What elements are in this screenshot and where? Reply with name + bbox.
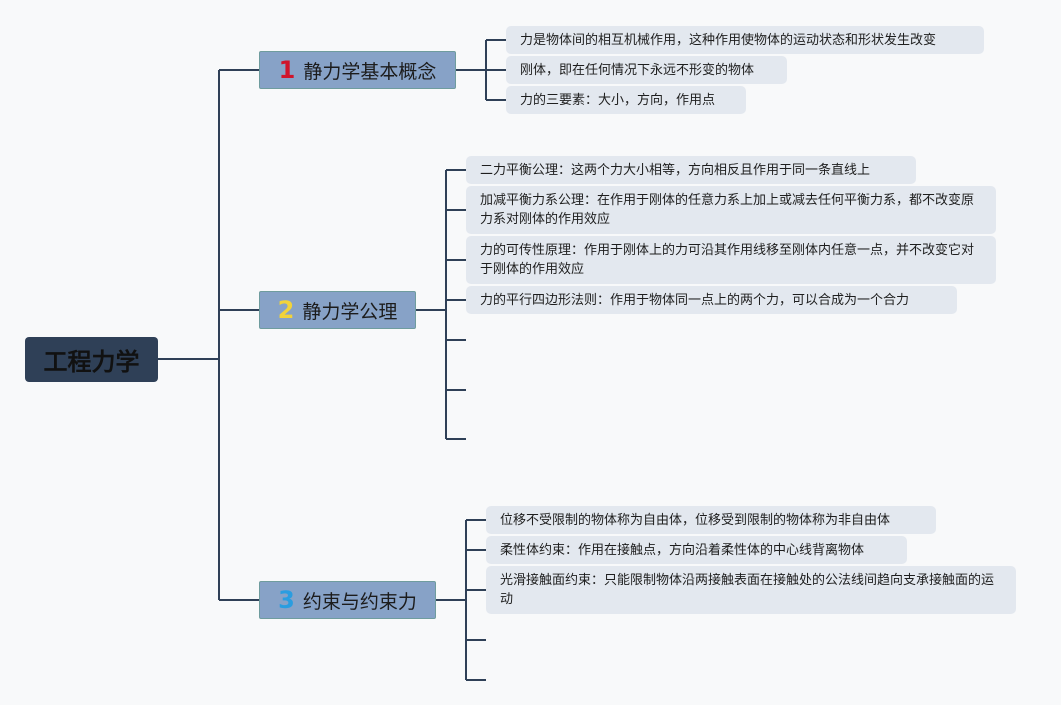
leaf-node[interactable]: 力的三要素：大小，方向，作用点 [506, 86, 746, 114]
branch-label: 约束与约束力 [302, 590, 417, 613]
leaf-node[interactable]: 柔性体约束：作用在接触点，方向沿着柔性体的中心线背离物体 [486, 536, 907, 564]
number-badge-3: 3 [278, 586, 295, 614]
leaf-node[interactable]: 光滑接触面约束：只能限制物体沿两接触表面在接触处的公法线间趋向支承接触面的运动 [486, 566, 1016, 614]
branch-node-1[interactable]: 1 静力学基本概念 [259, 51, 456, 89]
branch-node-3[interactable]: 3 约束与约束力 [259, 581, 436, 619]
leaf-node[interactable]: 二力平衡公理：这两个力大小相等，方向相反且作用于同一条直线上 [466, 156, 916, 184]
root-label: 工程力学 [43, 348, 140, 376]
leaf-node[interactable]: 力是物体间的相互机械作用，这种作用使物体的运动状态和形状发生改变 [506, 26, 984, 54]
leaf-node[interactable]: 位移不受限制的物体称为自由体，位移受到限制的物体称为非自由体 [486, 506, 936, 534]
leaf-node[interactable]: 力的平行四边形法则：作用于物体同一点上的两个力，可以合成为一个合力 [466, 286, 957, 314]
number-badge-2: 2 [277, 296, 295, 324]
leaf-node[interactable]: 力的可传性原理：作用于刚体上的力可沿其作用线移至刚体内任意一点，并不改变它对于刚… [466, 236, 996, 284]
leaf-node[interactable]: 刚体，即在任何情况下永远不形变的物体 [506, 56, 787, 84]
branch-label: 静力学基本概念 [303, 60, 437, 83]
number-badge-1: 1 [278, 56, 296, 84]
branch-node-2[interactable]: 2 静力学公理 [259, 291, 416, 329]
leaf-node[interactable]: 加减平衡力系公理：在作用于刚体的任意力系上加上或减去任何平衡力系，都不改变原力系… [466, 186, 996, 234]
root-node[interactable]: 工程力学 [25, 337, 158, 382]
branch-label: 静力学公理 [302, 300, 398, 323]
